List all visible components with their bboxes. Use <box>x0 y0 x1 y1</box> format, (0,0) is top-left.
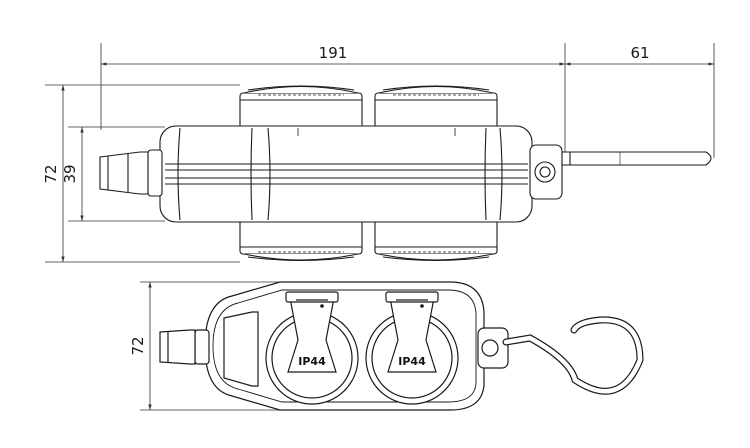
socket-label-right: IP44 <box>398 355 426 368</box>
dimension-label-length: 191 <box>319 44 348 62</box>
dimension-label-cable: 61 <box>630 44 649 62</box>
dimension-label-body: 39 <box>61 164 79 183</box>
socket-cap-top-right <box>374 85 498 130</box>
side-view <box>99 85 712 262</box>
hook-front <box>477 316 644 395</box>
socket-cap-top-left <box>239 85 363 130</box>
side-recess <box>223 311 259 387</box>
front-view <box>159 281 644 411</box>
main-body <box>159 125 533 223</box>
socket-left <box>265 291 359 405</box>
cable-gland-front <box>159 329 210 365</box>
socket-cap-bottom-left <box>239 217 363 262</box>
dimension-label-height: 72 <box>42 164 60 183</box>
dimension-lines <box>45 43 715 411</box>
hook-side <box>529 144 712 200</box>
cable-gland-left <box>99 149 163 197</box>
socket-right <box>365 291 459 405</box>
dimension-label-bottom-height: 72 <box>129 336 147 355</box>
socket-cap-bottom-right <box>374 217 498 262</box>
socket-label-left: IP44 <box>298 355 326 368</box>
